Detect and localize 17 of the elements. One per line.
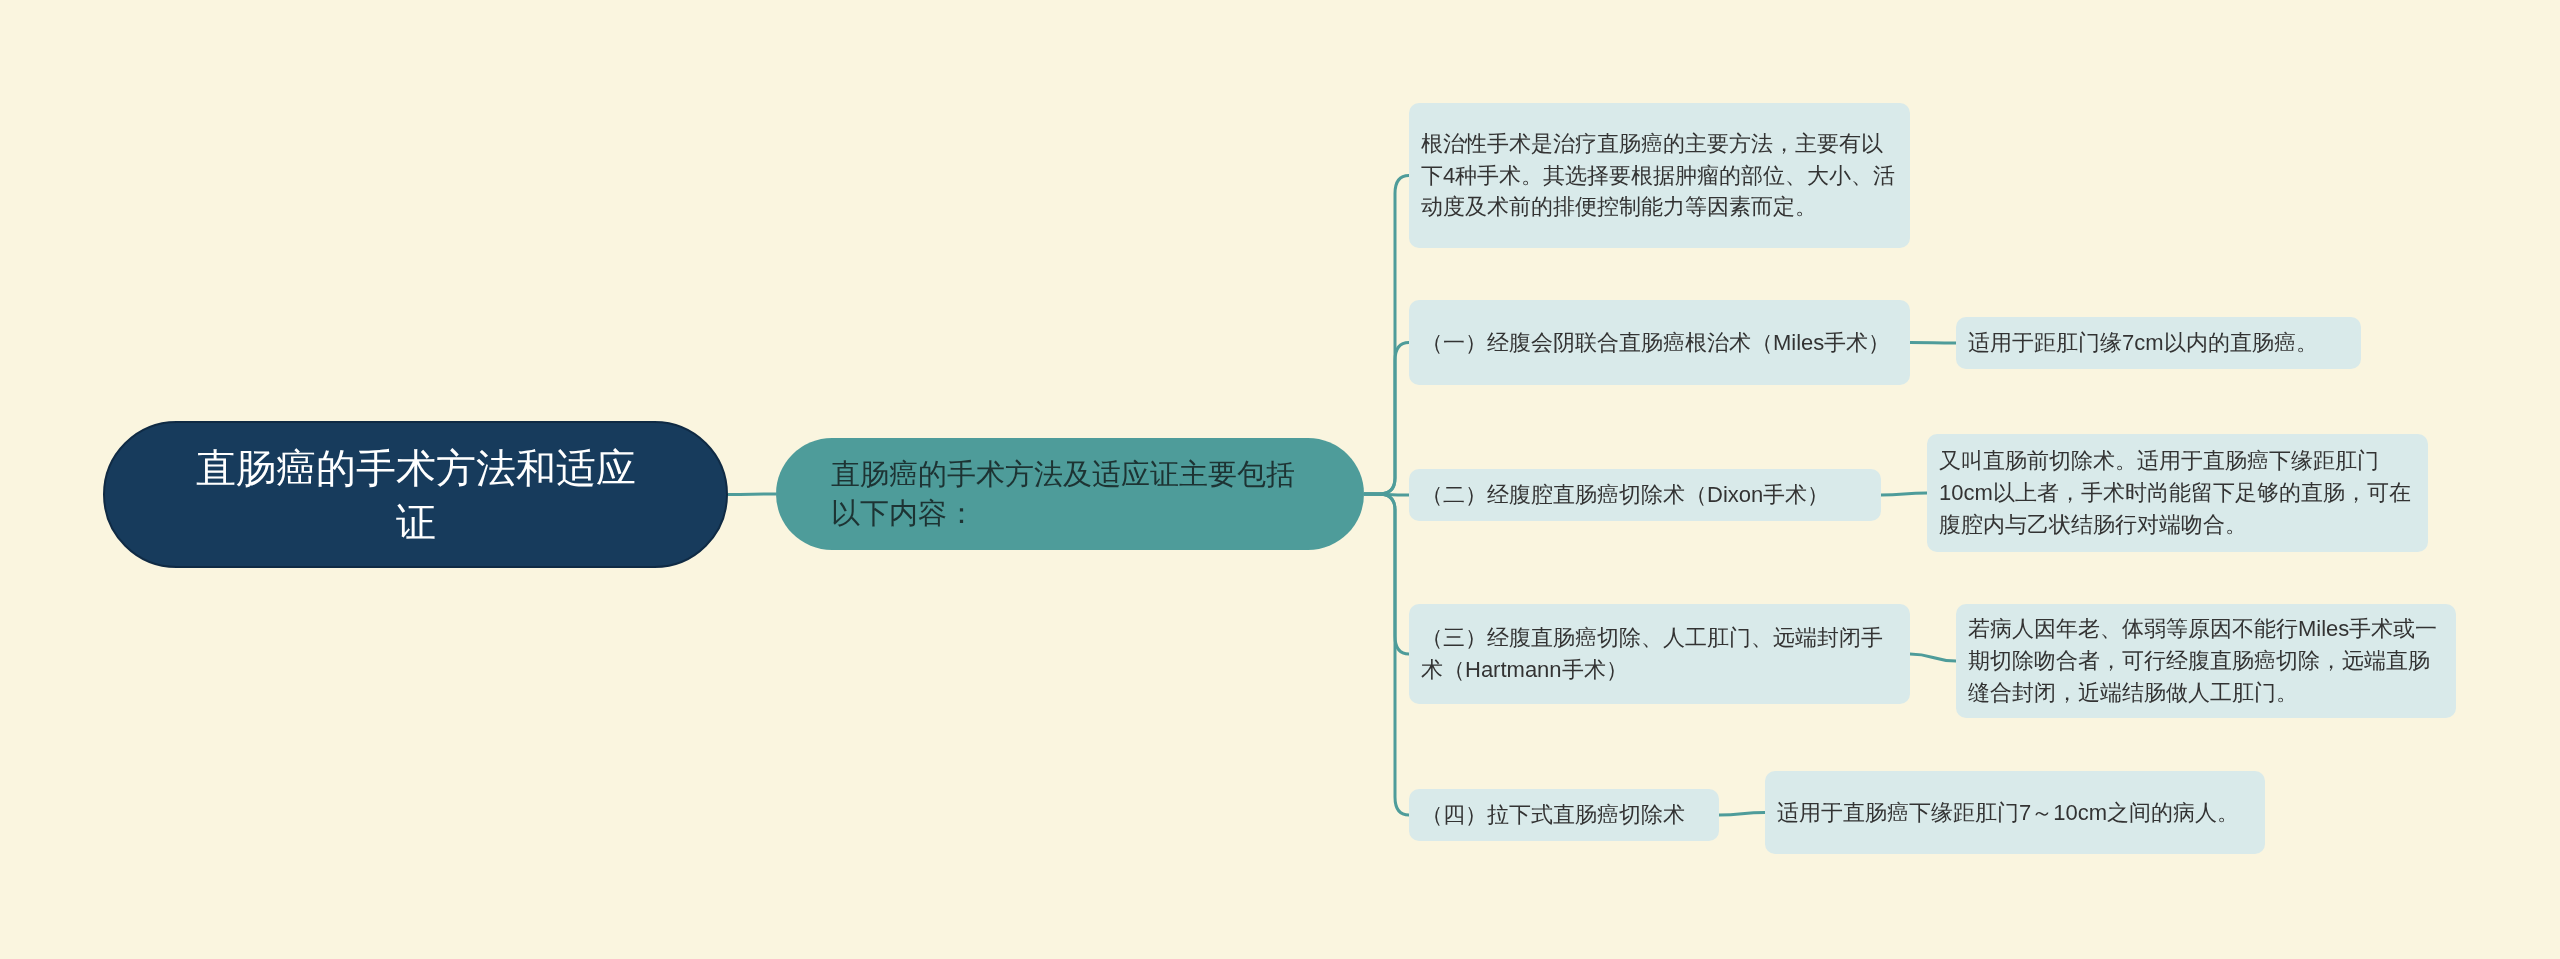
topic-box: 根治性手术是治疗直肠癌的主要方法，主要有以下4种手术。其选择要根据肿瘤的部位、大小、活动度及术前的排便控制能力等因素而定。 (1409, 103, 1910, 248)
connector-line (1719, 811, 1765, 817)
topic-box: （四）拉下式直肠癌切除术 (1409, 789, 1719, 841)
connector-line (728, 492, 776, 496)
topic-box: 若病人因年老、体弱等原因不能行Miles手术或一期切除吻合者，可行经腹直肠癌切除，远端直肠缝合封闭，近端结肠做人工肛门。 (1956, 604, 2456, 718)
topic-box: 又叫直肠前切除术。适用于直肠癌下缘距肛门10cm以上者，手术时尚能留下足够的直肠，可在腹腔内与乙状结肠行对端吻合。 (1927, 434, 2428, 552)
topic-box: 适用于直肠癌下缘距肛门7～10cm之间的病人。 (1765, 771, 2265, 854)
topic-box: 适用于距肛门缘7cm以内的直肠癌。 (1956, 317, 2361, 369)
subtopic-box: 直肠癌的手术方法及适应证主要包括以下内容： (776, 438, 1364, 550)
connector-line (1910, 341, 1956, 345)
connector-line (1881, 491, 1927, 497)
connector-line (1909, 652, 1957, 663)
topic-box: （二）经腹腔直肠癌切除术（Dixon手术） (1409, 469, 1881, 521)
topic-box: （三）经腹直肠癌切除、人工肛门、远端封闭手术（Hartmann手术） (1409, 604, 1910, 704)
connector-line (1364, 492, 1410, 817)
topic-box: （一）经腹会阴联合直肠癌根治术（Miles手术） (1409, 300, 1910, 385)
central-topic-box: 直肠癌的手术方法和适应证 (103, 421, 728, 568)
